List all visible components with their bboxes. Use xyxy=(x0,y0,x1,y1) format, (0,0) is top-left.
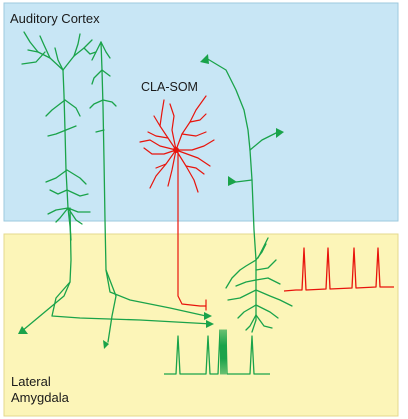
auditory-cortex-label: Auditory Cortex xyxy=(10,11,100,26)
axon-terminal-triangle xyxy=(228,176,237,186)
pyramidal-neuron-middle xyxy=(89,41,207,343)
cla-som-label: CLA-SOM xyxy=(141,80,198,94)
green-spike-trace xyxy=(164,329,270,375)
axon-terminal-triangle xyxy=(204,312,212,320)
axon-terminal-triangle xyxy=(206,320,214,328)
axon-terminal-triangle xyxy=(276,128,284,138)
auditory-cortex-region xyxy=(3,2,399,222)
pyramidal-neuron-right xyxy=(205,57,293,333)
cla-som-neuron xyxy=(139,95,215,311)
axon-terminals xyxy=(18,54,284,349)
axon-terminal-triangle xyxy=(103,340,109,349)
amygdala-label-line1: Lateral xyxy=(11,374,51,389)
axon-terminal-triangle xyxy=(18,326,28,334)
cla-som-soma xyxy=(173,147,179,153)
lateral-amygdala-region xyxy=(3,233,399,417)
axon-terminal-triangle xyxy=(200,54,209,64)
pyramidal-neuron-left xyxy=(21,31,213,332)
amygdala-label-line2: Amygdala xyxy=(11,390,69,405)
red-spike-trace xyxy=(283,247,394,292)
